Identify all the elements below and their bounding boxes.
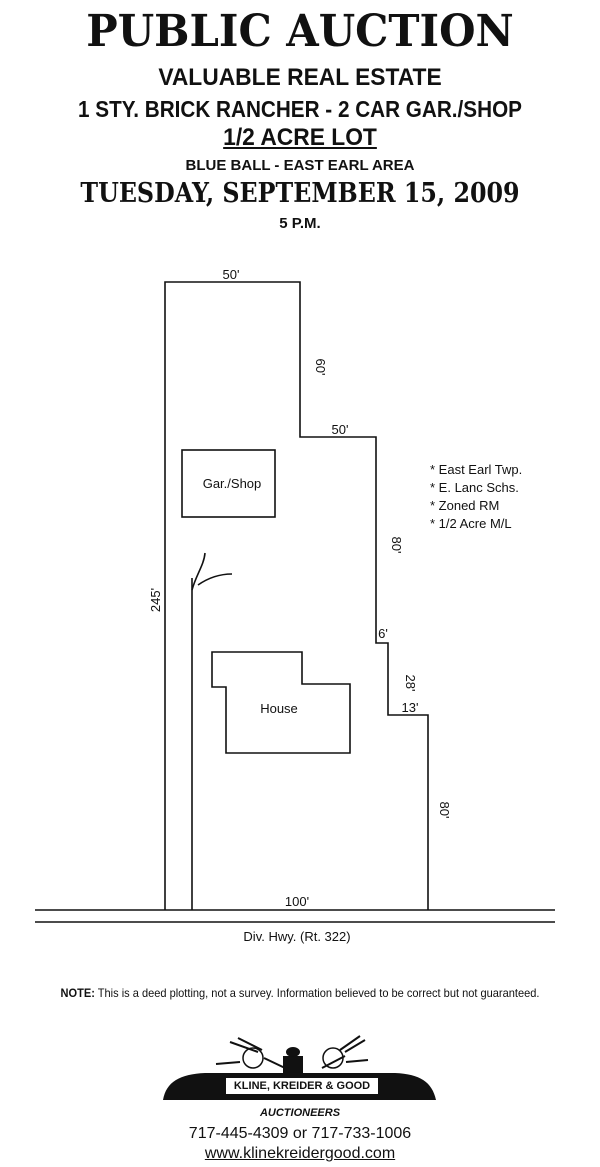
- dim-step3: 13': [402, 700, 419, 715]
- website-link[interactable]: www.klinekreidergood.com: [204, 1145, 396, 1162]
- garage-label: Gar./Shop: [203, 476, 262, 491]
- dim-step2: 6': [378, 626, 388, 641]
- dim-bottom: 100': [285, 894, 309, 909]
- location: BLUE BALL - EAST EARL AREA: [185, 157, 415, 174]
- feature-item: * East Earl Twp.: [430, 462, 522, 477]
- auctioneers-label: AUCTIONEERS: [259, 1107, 341, 1119]
- note-text: This is a deed plotting, not a survey. I…: [94, 986, 540, 1000]
- firm-name: KLINE, KREIDER & GOOD: [226, 1078, 378, 1094]
- note-label: NOTE:: [60, 986, 95, 1000]
- house-label: House: [260, 701, 298, 716]
- feature-item: * E. Lanc Schs.: [430, 480, 519, 495]
- lot-boundary: [164, 281, 429, 910]
- driveway-curve: [191, 552, 233, 591]
- auction-time: 5 P.M.: [279, 215, 321, 232]
- garage-outline: [181, 449, 276, 518]
- dim-top: 50': [223, 267, 240, 282]
- dim-step1: 50': [332, 422, 349, 437]
- house-outline: [211, 651, 351, 754]
- auction-title: PUBLIC AUCTION: [86, 6, 514, 57]
- feature-item: * Zoned RM: [430, 498, 499, 513]
- dim-left: 245': [148, 588, 163, 612]
- property-description: 1 STY. BRICK RANCHER - 2 CAR GAR./SHOP: [78, 96, 522, 122]
- auction-date: TUESDAY, SEPTEMBER 15, 2009: [80, 178, 520, 209]
- subtitle: VALUABLE REAL ESTATE: [158, 64, 442, 91]
- lot-size: 1/2 ACRE LOT: [223, 124, 377, 151]
- phone-numbers: 717-445-4309 or 717-733-1006: [188, 1125, 412, 1142]
- dim-right-short: 28': [403, 675, 418, 692]
- feature-item: * 1/2 Acre M/L: [430, 516, 512, 531]
- dim-right-mid: 80': [389, 537, 404, 554]
- dim-right-upper: 60': [313, 359, 328, 376]
- disclaimer: NOTE: This is a deed plotting, not a sur…: [24, 986, 576, 1000]
- dim-right-lower: 80': [437, 802, 452, 819]
- road-label: Div. Hwy. (Rt. 322): [243, 929, 350, 944]
